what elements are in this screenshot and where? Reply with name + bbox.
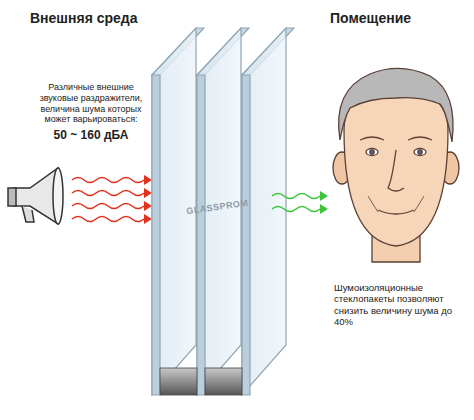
person-face <box>333 68 459 262</box>
reduced-noise-waves <box>272 191 328 214</box>
region-heading: Внешняя среда <box>30 10 180 27</box>
note-text: Шумоизоляционные стеклопакеты позволяют … <box>334 282 470 328</box>
noise-range: 50 ~ 160 дБА <box>30 128 152 142</box>
noise-waves <box>72 175 152 224</box>
spacer-frames <box>160 368 242 395</box>
megaphone-icon <box>8 168 63 224</box>
note-text: Различные внешние звуковые раздражители,… <box>30 82 152 125</box>
glass-panes <box>152 28 294 395</box>
region-heading: Помещение <box>330 10 470 27</box>
